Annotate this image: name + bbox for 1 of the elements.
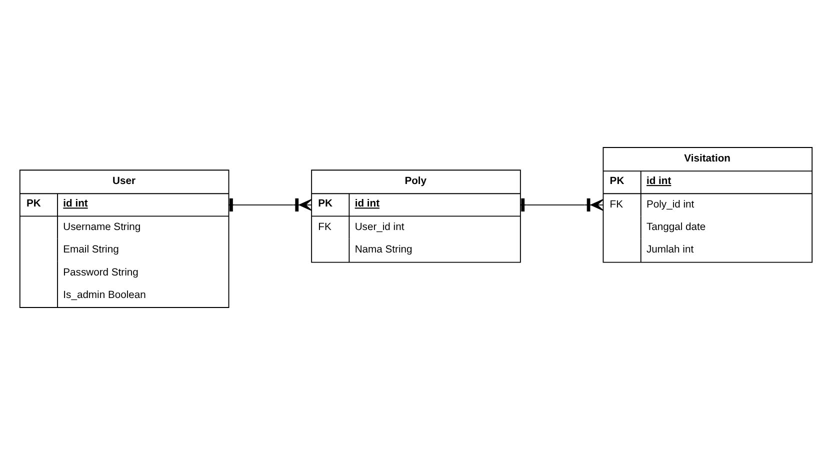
connector bbox=[228, 198, 312, 212]
